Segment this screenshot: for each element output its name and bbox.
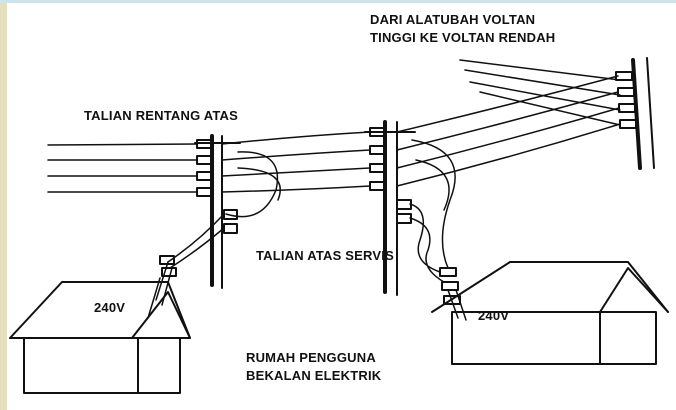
source-label-line2: TINGGI KE VOLTAN RENDAH: [370, 30, 556, 45]
voltage-right-label: 240V: [478, 308, 510, 323]
consumer-label-line2: BEKALAN ELEKTRIK: [246, 368, 382, 383]
voltage-left-label: 240V: [94, 300, 126, 315]
top-frame-border: [0, 0, 676, 3]
transformer-pole: [615, 57, 655, 170]
source-label-line1: DARI ALATUBAH VOLTAN: [370, 12, 536, 27]
service-clamp-left: [159, 255, 175, 265]
overhead-span-lines: [47, 75, 621, 193]
service-lines-label: TALIAN ATAS SERVIS: [256, 248, 394, 263]
consumer-label-line1: RUMAH PENGGUNA: [246, 350, 376, 365]
service-clamp-right-2: [441, 281, 459, 291]
service-clamp-right: [439, 267, 457, 277]
overhead-lines-label: TALIAN RENTANG ATAS: [84, 108, 239, 123]
left-house: [9, 281, 191, 394]
service-drop-right: [409, 139, 467, 321]
left-frame-border: [0, 0, 7, 410]
service-clamp-left-2: [161, 267, 177, 277]
service-clamp-right-3: [443, 295, 461, 305]
right-house: [431, 261, 669, 365]
